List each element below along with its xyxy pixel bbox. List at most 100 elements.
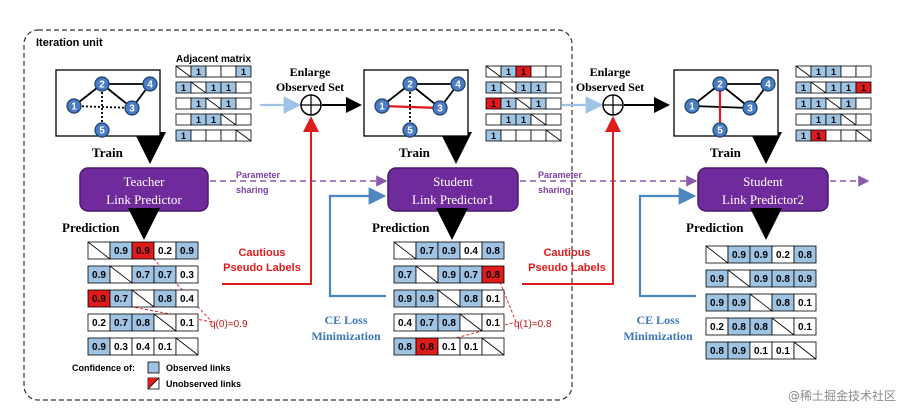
train-label-1: Train: [399, 145, 431, 160]
svg-text:0.7: 0.7: [114, 294, 128, 305]
adj-cell: 1: [515, 113, 532, 126]
svg-text:0.1: 0.1: [754, 346, 768, 357]
svg-text:0.9: 0.9: [180, 246, 194, 257]
svg-text:0.7: 0.7: [398, 270, 412, 281]
svg-text:0.8: 0.8: [136, 318, 150, 329]
svg-text:0.9: 0.9: [732, 346, 746, 357]
pred-cell: 0.1: [771, 341, 795, 360]
pred-cell: [153, 313, 177, 332]
legend-observed-swatch: [147, 361, 160, 374]
svg-text:1: 1: [536, 83, 541, 93]
ce-loss-label-1a: CE Loss: [324, 313, 367, 327]
pred-cell: 0.7: [109, 289, 133, 308]
pred-cell: 0.9: [437, 241, 461, 260]
svg-text:0.9: 0.9: [710, 274, 724, 285]
svg-text:0.1: 0.1: [464, 342, 478, 353]
q1-label: q(1)=0.8: [514, 319, 552, 330]
svg-text:1: 1: [831, 115, 836, 125]
adj-cell: 1: [190, 97, 207, 110]
svg-text:1: 1: [211, 83, 216, 93]
legend-unobserved-swatch: [147, 377, 160, 390]
graph-node: 5: [402, 122, 418, 138]
adj-cell: 1: [810, 113, 827, 126]
pred-cell: 0.7: [131, 265, 155, 284]
pred-cell: 0.9: [109, 241, 133, 260]
graph-node: 2: [712, 76, 728, 92]
cautious-label-2b: Pseudo Labels: [528, 262, 606, 274]
adj-cell: 1: [515, 81, 532, 94]
svg-text:0.9: 0.9: [136, 246, 150, 257]
pred-cell: 0.9: [87, 265, 111, 284]
graph-node: 1: [684, 98, 700, 114]
adj-cell: 1: [500, 97, 517, 110]
adj-cell: [855, 65, 872, 78]
enlarge-label-2b: Observed Set: [576, 80, 644, 94]
svg-text:0.1: 0.1: [486, 294, 500, 305]
adj-cell: [840, 113, 857, 126]
svg-text:0.9: 0.9: [442, 246, 456, 257]
adj-cell: 1: [205, 113, 222, 126]
svg-text:0.8: 0.8: [398, 342, 412, 353]
svg-text:0.1: 0.1: [798, 298, 812, 309]
pred-cell: 0.9: [131, 241, 155, 260]
pred-cell: 0.9: [727, 245, 751, 264]
pred-cell: 0.1: [749, 341, 773, 360]
svg-text:0.4: 0.4: [180, 294, 194, 305]
adj-cell: 1: [175, 129, 192, 142]
svg-text:0.1: 0.1: [158, 342, 172, 353]
pred-cell: 0.3: [109, 337, 133, 356]
svg-text:4: 4: [455, 80, 461, 91]
pred-cell: 0.1: [175, 313, 199, 332]
svg-text:1: 1: [831, 83, 836, 93]
svg-text:0.9: 0.9: [732, 250, 746, 261]
graph-node: 3: [432, 100, 448, 116]
pred-cell: 0.8: [749, 317, 773, 336]
svg-text:1: 1: [816, 131, 821, 141]
legend-title: Confidence of:: [72, 363, 135, 373]
svg-text:0.9: 0.9: [92, 342, 106, 353]
adj-cell: [220, 113, 237, 126]
adj-cell: [485, 113, 502, 126]
adj-cell: [810, 81, 827, 94]
cautious-label-1a: Cautious: [238, 247, 285, 259]
pred-cell: [705, 245, 729, 264]
pred-cell: 0.8: [393, 337, 417, 356]
svg-text:0.9: 0.9: [732, 298, 746, 309]
svg-text:1: 1: [211, 115, 216, 125]
adj-cell: [530, 113, 547, 126]
pred-cell: 0.1: [793, 317, 817, 336]
svg-text:1: 1: [181, 83, 186, 93]
pred-cell: 0.1: [481, 289, 505, 308]
svg-text:1: 1: [491, 99, 496, 109]
adj-cell: 1: [220, 81, 237, 94]
pred-cell: 0.9: [749, 245, 773, 264]
svg-text:0.8: 0.8: [754, 322, 768, 333]
prediction-label-0: Prediction: [62, 220, 120, 235]
adj-cell: 1: [485, 129, 502, 142]
pred-cell: 0.4: [459, 241, 483, 260]
svg-text:0.8: 0.8: [776, 298, 790, 309]
adj-cell: 1: [825, 81, 842, 94]
adj-cell: [175, 65, 192, 78]
adjacent-matrix-label: Adjacent matrix: [176, 54, 251, 65]
graph-node: 5: [712, 122, 728, 138]
graph-node: 2: [94, 76, 110, 92]
adj-cell: [825, 129, 842, 142]
q0-label: q(0)=0.9: [210, 319, 248, 330]
pred-cell: 0.9: [705, 293, 729, 312]
train-label-0: Train: [92, 145, 124, 160]
adj-cell: 1: [175, 81, 192, 94]
adj-cell: [545, 81, 562, 94]
pred-cell: 0.2: [705, 317, 729, 336]
adj-cell: 1: [795, 97, 812, 110]
pred-cell: 0.8: [771, 269, 795, 288]
graph-node: 3: [124, 100, 140, 116]
svg-text:0.7: 0.7: [420, 318, 434, 329]
svg-text:1: 1: [196, 115, 201, 125]
adj-cell: [795, 65, 812, 78]
adj-cell: [855, 129, 872, 142]
pred-cell: 0.4: [175, 289, 199, 308]
